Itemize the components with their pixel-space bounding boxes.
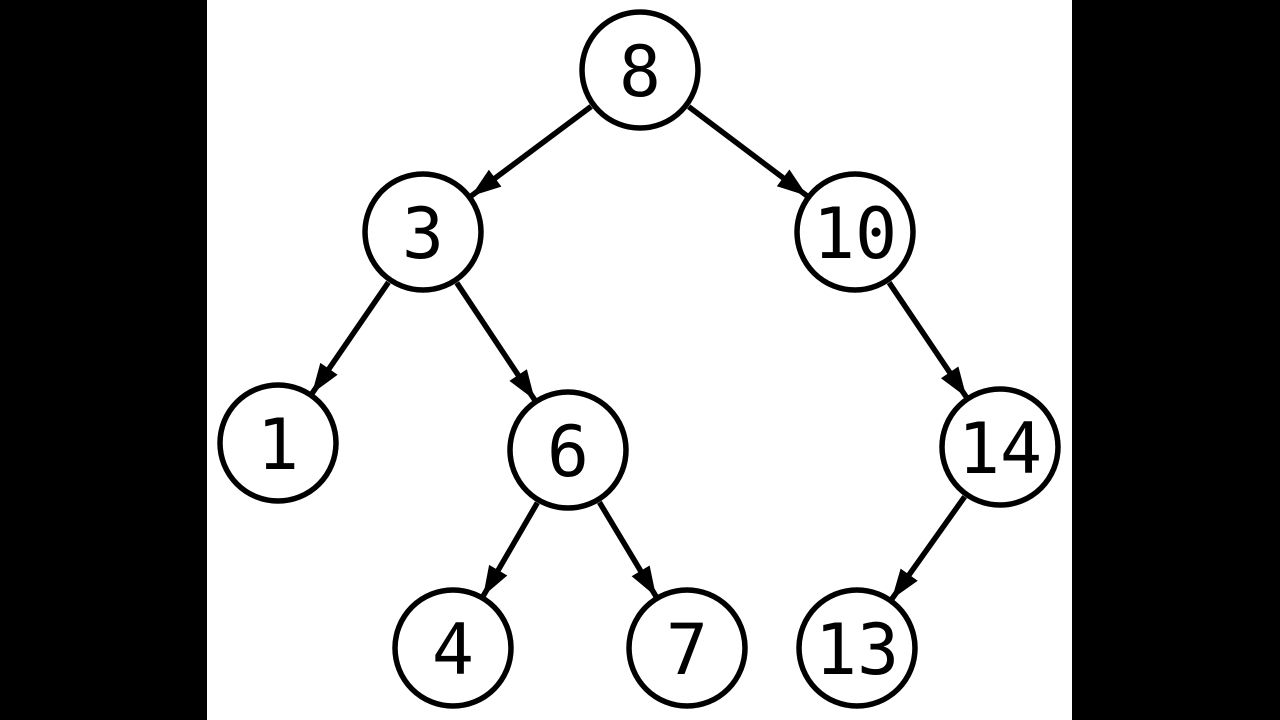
node-circle-4 (392, 587, 514, 709)
tree-node-13: 13 (796, 587, 918, 709)
tree-node-8: 8 (579, 9, 701, 131)
arrowhead-10-14 (940, 366, 967, 398)
node-label-1: 1 (257, 404, 299, 486)
node-circle-13 (796, 587, 918, 709)
node-circle-6 (507, 389, 629, 511)
arrowhead-8-3 (471, 169, 502, 197)
node-label-7: 7 (666, 609, 708, 691)
node-label-10: 10 (813, 193, 897, 275)
node-label-3: 3 (402, 193, 444, 275)
tree-node-7: 7 (626, 587, 748, 709)
node-label-4: 4 (432, 609, 474, 691)
tree-node-14: 14 (939, 386, 1061, 508)
arrowhead-3-1 (311, 362, 338, 394)
arrowhead-14-13 (891, 568, 918, 600)
tree-node-4: 4 (392, 587, 514, 709)
node-circle-14 (939, 386, 1061, 508)
node-label-8: 8 (619, 31, 661, 113)
node-circle-3 (362, 171, 484, 293)
arrowhead-8-10 (776, 169, 808, 196)
tree-node-3: 3 (362, 171, 484, 293)
letterbox-right-bar (1072, 0, 1280, 720)
arrowhead-3-6 (509, 369, 535, 401)
node-circle-8 (579, 9, 701, 131)
node-circle-7 (626, 587, 748, 709)
node-label-14: 14 (958, 408, 1042, 490)
node-circle-10 (794, 171, 916, 293)
tree-node-1: 1 (217, 382, 339, 504)
letterbox-left-bar (0, 0, 207, 720)
node-label-13: 13 (815, 609, 899, 691)
tree-node-10: 10 (794, 171, 916, 293)
node-label-6: 6 (547, 411, 589, 493)
arrowhead-6-4 (483, 564, 508, 597)
tree-node-6: 6 (507, 389, 629, 511)
node-circle-1 (217, 382, 339, 504)
arrowhead-6-7 (631, 565, 657, 597)
